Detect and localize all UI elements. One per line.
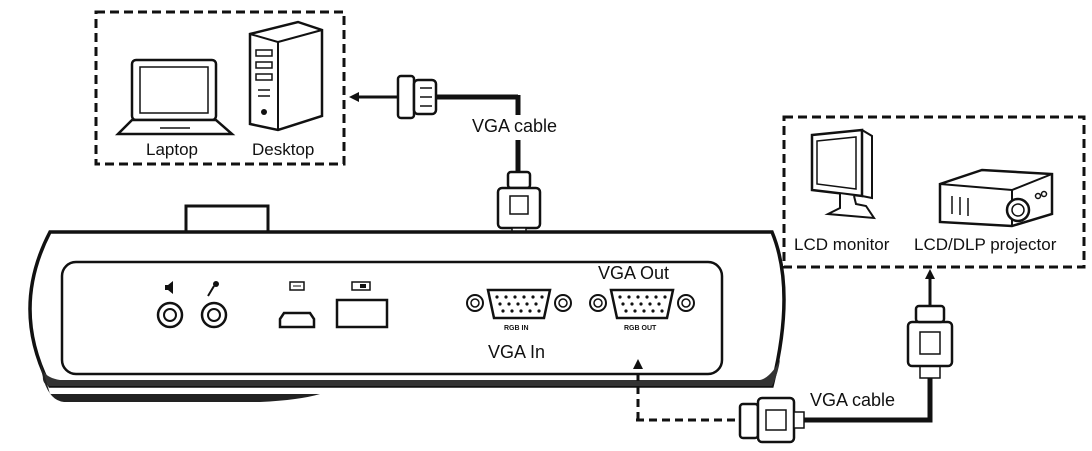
top-vga-cable: VGA cable [349,74,557,285]
document-camera-base: RGB IN RGB OUT VGA In VGA Out [28,204,786,402]
rgb-in-port-label: RGB IN [504,325,529,332]
vga-in-label: VGA In [488,342,545,362]
vga-out-label: VGA Out [598,263,669,283]
laptop-label: Laptop [146,140,198,159]
display-group: LCD monitor LCD/DLP projector [782,115,1086,269]
device-port-panel [60,260,724,376]
sd-card-icon [351,281,371,291]
mini-usb-port [278,311,316,329]
vga-connector-top-horizontal [396,74,438,120]
projector-label: LCD/DLP projector [914,235,1057,254]
top-vga-cable-label: VGA cable [472,116,557,136]
microphone-icon [207,281,219,297]
sd-card-slot [335,298,389,329]
bottom-vga-cable: VGA cable [633,269,954,444]
lcd-monitor-label: LCD monitor [794,235,890,254]
vga-connector-top-vertical [496,170,542,237]
lcd-monitor-icon [810,128,876,220]
desktop-label: Desktop [252,140,314,159]
speaker-icon [165,281,173,294]
vga-connector-bottom-vertical [906,304,954,379]
vga-connector-bottom-horizontal [738,396,805,444]
projector-icon [938,168,1054,228]
computer-group-box [94,10,346,166]
vga-out-port [589,288,695,320]
audio-out-port [156,301,184,329]
bottom-vga-cable-label: VGA cable [810,390,895,410]
device-top-tab [184,204,270,232]
computer-group: Laptop Desktop [94,10,346,166]
mini-usb-icon [289,281,305,291]
rgb-out-port-label: RGB OUT [624,325,657,332]
laptop-icon [114,58,236,136]
mic-in-port [200,301,228,329]
vga-in-port [466,288,572,320]
desktop-tower-icon [248,20,324,132]
